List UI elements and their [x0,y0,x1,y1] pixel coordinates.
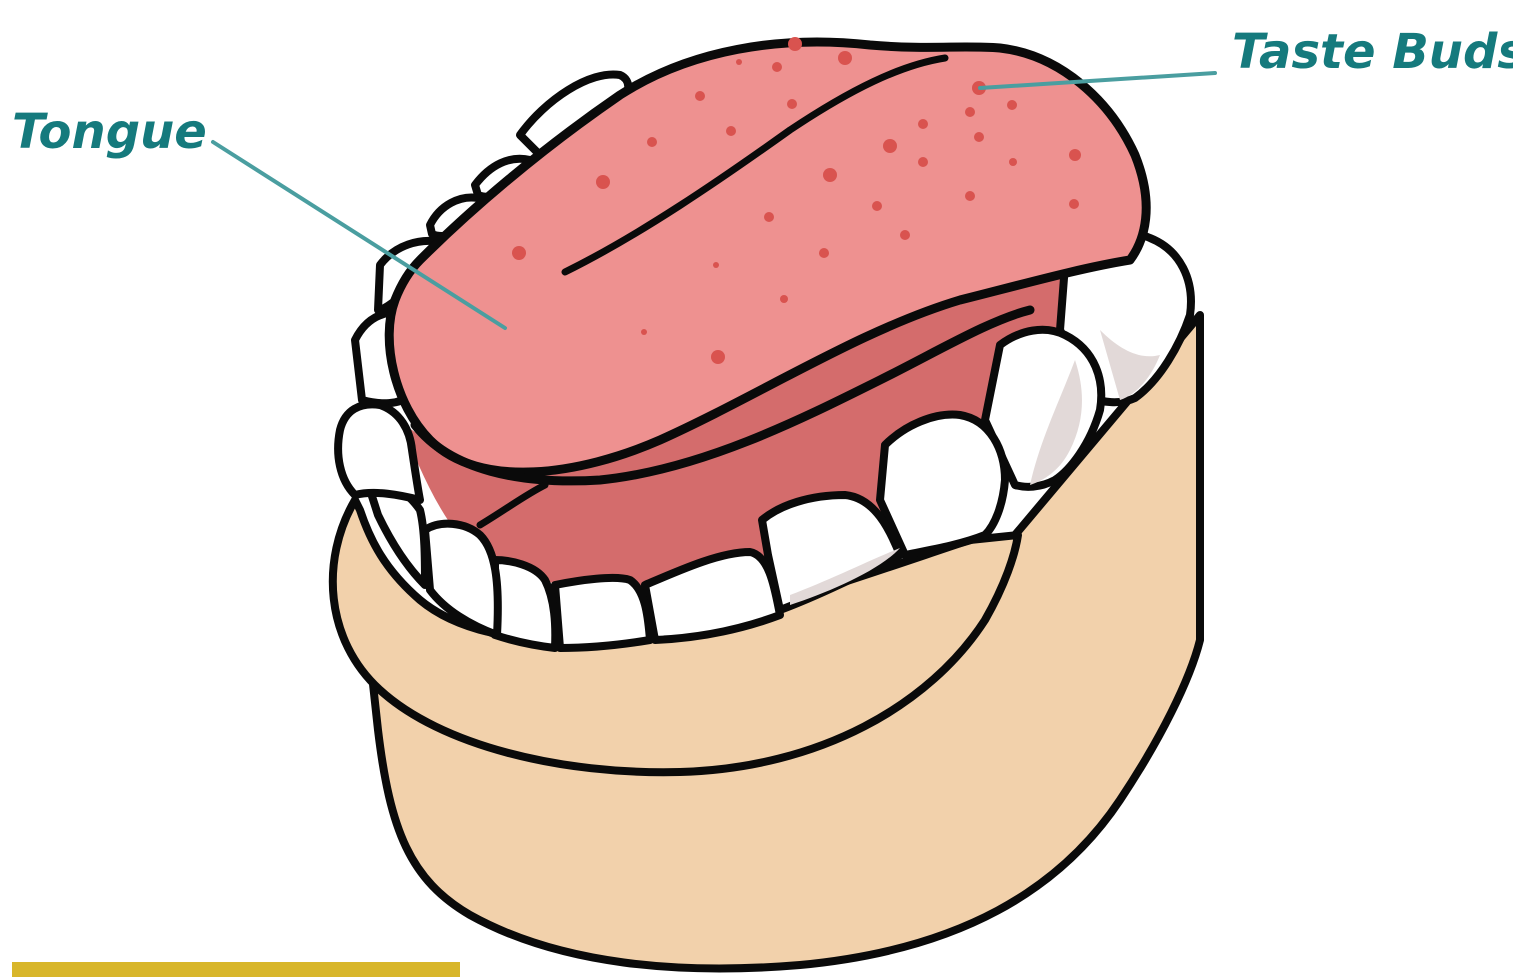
bottom-bar [12,962,460,977]
taste-bud [918,119,928,129]
taste-bud [819,248,829,258]
taste-bud [641,329,647,335]
taste-bud [647,137,657,147]
taste-bud [764,212,774,222]
tooth [338,404,420,500]
taste-bud [838,51,852,65]
tooth [555,578,650,648]
taste-bud [1009,158,1017,166]
taste-bud [736,59,742,65]
taste-bud [900,230,910,240]
taste-buds-label: Taste Buds [1232,24,1513,80]
taste-bud [596,175,610,189]
taste-bud [512,246,526,260]
taste-bud [711,350,725,364]
taste-bud [1007,100,1017,110]
taste-bud [823,168,837,182]
tongue-label: Tongue [12,104,207,160]
taste-bud [780,295,788,303]
taste-bud [695,91,705,101]
taste-bud [872,201,882,211]
taste-bud [965,107,975,117]
taste-bud [787,99,797,109]
taste-bud [772,62,782,72]
taste-bud [726,126,736,136]
taste-bud [883,139,897,153]
taste-bud [788,37,802,51]
taste-bud [1069,149,1081,161]
taste-bud [974,132,984,142]
tooth [880,415,1005,555]
taste-bud [713,262,719,268]
taste-bud [918,157,928,167]
taste-bud [965,191,975,201]
taste-bud [1069,199,1079,209]
